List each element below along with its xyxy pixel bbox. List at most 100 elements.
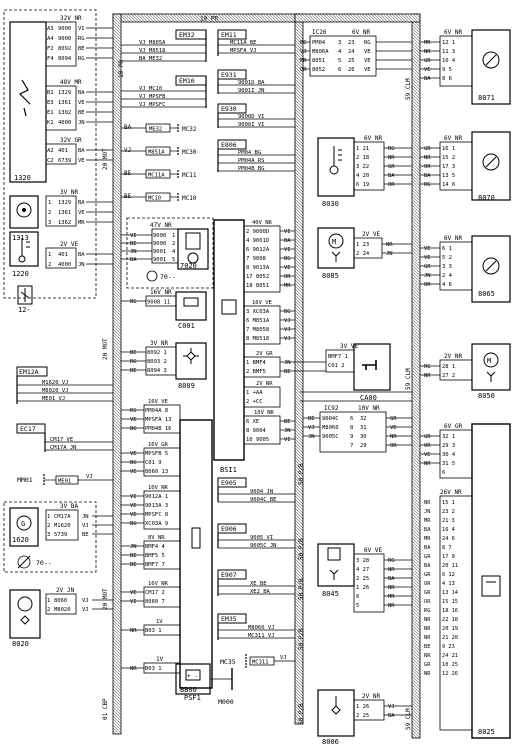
- svg-text:3: 3: [338, 40, 341, 46]
- group-7020-dashed: [126, 217, 214, 289]
- svg-text:B1: B1: [47, 90, 54, 96]
- svg-text:VJ: VJ: [82, 607, 89, 613]
- svg-text:2: 2: [47, 607, 50, 613]
- harness-label-50pb-4: 50 P/B: [298, 628, 305, 650]
- svg-text:24 21: 24 21: [442, 653, 458, 659]
- conn-8045-label: 6V VE: [364, 547, 382, 554]
- svg-text:25: 25: [348, 58, 355, 64]
- module-8009: [175, 342, 207, 380]
- svg-text:RG: RG: [78, 36, 85, 42]
- svg-text:17 8052: 17 8052: [246, 274, 269, 280]
- svg-text:MPSFA VJ: MPSFA VJ: [230, 48, 257, 54]
- svg-text:OR: OR: [424, 581, 431, 587]
- conn-ic92-10vnr-label: 10V NR: [358, 405, 380, 412]
- svg-text:MR: MR: [424, 518, 431, 524]
- sensor-1313-icon: [16, 202, 32, 218]
- svg-text:6 19: 6 19: [356, 182, 369, 188]
- module-70-code: 70--: [160, 273, 176, 281]
- ground-mc10-label: MC10: [182, 195, 197, 202]
- ground-mc35-code: MC35: [220, 658, 236, 666]
- conn-1320-32vgr-label: 32V GR: [60, 137, 82, 144]
- svg-text:RG: RG: [424, 608, 430, 614]
- svg-text:BA: BA: [424, 527, 431, 533]
- svg-text:16 4: 16 4: [442, 527, 455, 533]
- svg-text:3 28: 3 28: [356, 558, 369, 564]
- sensor-1313-dot: [22, 208, 26, 212]
- key-switch-icon: [362, 360, 377, 370]
- mc-ground-group: BA ME32 MC32 VJ M851A MC30 BE MC11A MC11…: [121, 123, 197, 202]
- svg-text:8060: 8060: [54, 598, 67, 604]
- svg-text:VE: VE: [130, 469, 137, 475]
- bb00-wire-color: NR: [130, 666, 137, 672]
- actuator-8071-icon: [482, 51, 500, 69]
- svg-text:BG: BG: [130, 426, 137, 432]
- svg-text:OR: OR: [424, 599, 431, 605]
- svg-text:MPSFA 13: MPSFA 13: [145, 417, 172, 423]
- harness-label-50pb-1: 50 P/B: [298, 463, 305, 485]
- module-8085-code: 8085: [322, 272, 339, 280]
- svg-text:1 +AA: 1 +AA: [246, 390, 263, 396]
- svg-text:6: 6: [442, 470, 445, 476]
- svg-text:8052: 8052: [312, 67, 325, 73]
- module-1620-code: 1620: [12, 536, 29, 544]
- conn-7020-wires: [121, 234, 152, 260]
- conn-c001-label: 16V NR: [150, 289, 172, 296]
- svg-text:32: 32: [360, 416, 367, 422]
- svg-text:VE: VE: [78, 100, 85, 106]
- ground-mc30-label: MC30: [182, 149, 197, 156]
- svg-text:BMF7 1: BMF7 1: [328, 354, 348, 360]
- svg-text:23: 23: [348, 40, 355, 46]
- svg-text:MR: MR: [300, 58, 307, 64]
- svg-text:BA: BA: [388, 713, 395, 719]
- svg-text:10 9005: 10 9005: [246, 437, 269, 443]
- svg-text:9000: 9000: [58, 36, 71, 42]
- svg-text:8 9004: 8 9004: [246, 428, 267, 434]
- svg-text:23 2: 23 2: [442, 509, 455, 515]
- svg-text:GR: GR: [424, 590, 431, 596]
- svg-text:NR: NR: [390, 434, 397, 440]
- svg-text:B03 1: B03 1: [145, 628, 162, 634]
- svg-text:VE: VE: [130, 503, 137, 509]
- svg-text:5: 5: [172, 257, 175, 263]
- abs-70b-cross: [17, 555, 31, 569]
- svg-text:MR: MR: [284, 283, 291, 289]
- svg-text:BE: BE: [130, 368, 137, 374]
- svg-text:6739: 6739: [58, 158, 71, 164]
- svg-text:9001D BA: 9001D BA: [238, 80, 265, 86]
- svg-text:JN: JN: [386, 251, 393, 257]
- module-8025: [471, 423, 511, 739]
- svg-text:EM35: EM35: [221, 615, 237, 623]
- conn-8065-6vnr-label: 6V NR: [444, 235, 462, 242]
- svg-text:VI: VI: [284, 229, 291, 235]
- mm01-wire-color: VJ: [86, 474, 93, 480]
- svg-text:MC11A: MC11A: [148, 173, 165, 179]
- svg-text:13 5: 13 5: [442, 173, 455, 179]
- svg-text:MR: MR: [388, 594, 395, 600]
- svg-text:K1: K1: [47, 120, 54, 126]
- svg-text:2 24: 2 24: [356, 251, 370, 257]
- svg-text:MPSFB 5: MPSFB 5: [145, 451, 168, 457]
- svg-text:NR: NR: [424, 626, 431, 632]
- svg-text:BE: BE: [130, 562, 137, 568]
- module-ca00: [353, 343, 391, 391]
- svg-text:M8060: M8060: [322, 425, 339, 431]
- svg-text:2V NR: 2V NR: [256, 381, 273, 387]
- ground-mc32-label: MC32: [182, 126, 197, 133]
- svg-text:GR: GR: [424, 572, 431, 578]
- svg-text:M8020: M8020: [54, 607, 71, 613]
- fan-8045-icon: [329, 569, 339, 580]
- svg-text:1 BMF4: 1 BMF4: [246, 360, 267, 366]
- svg-text:BE: BE: [130, 553, 137, 559]
- svg-text:VE: VE: [130, 512, 137, 518]
- mc35-wire-label: MC311: [252, 660, 269, 666]
- svg-text:A2: A2: [47, 148, 54, 154]
- conn-8065-2vve-label: 2V VE: [362, 231, 380, 238]
- svg-text:16V GR: 16V GR: [148, 442, 169, 448]
- svg-text:A4: A4: [47, 36, 54, 42]
- svg-text:NR: NR: [424, 155, 431, 161]
